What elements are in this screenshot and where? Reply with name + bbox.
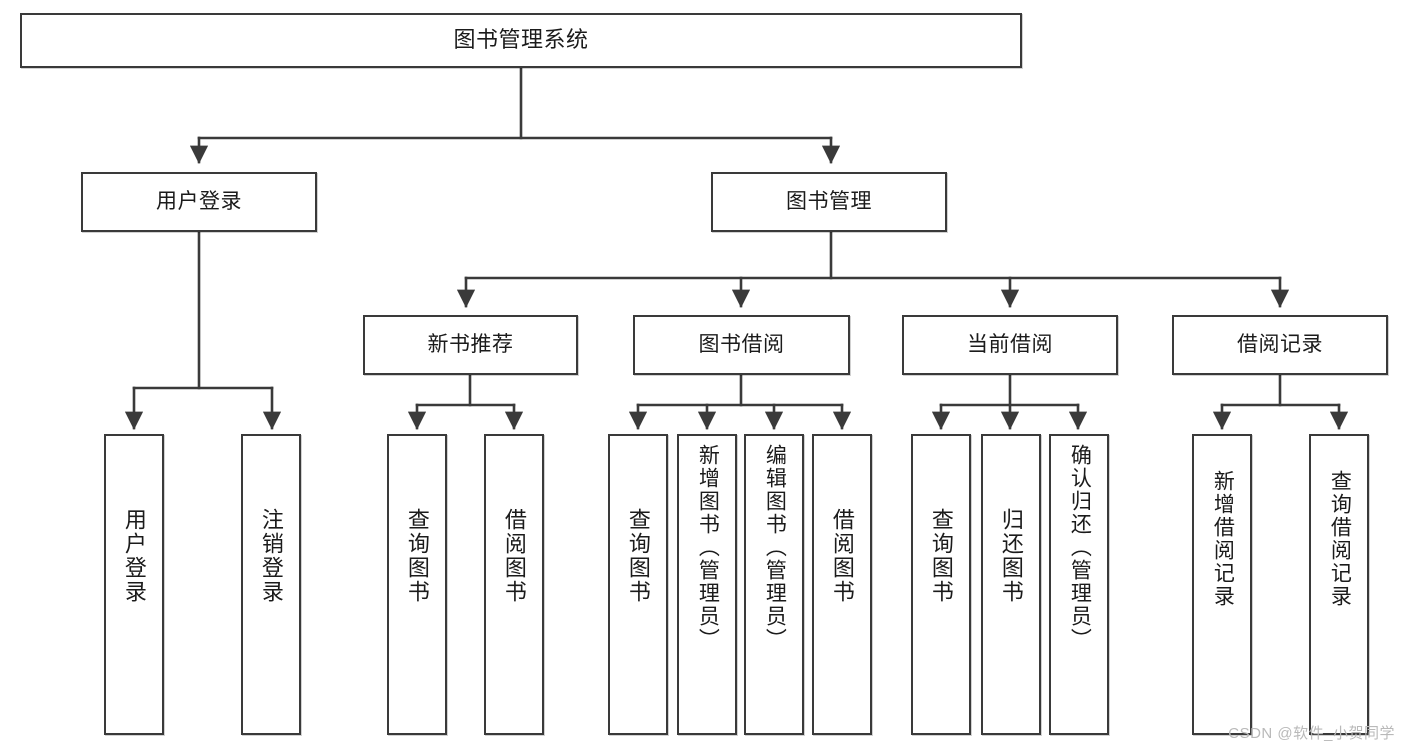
node-label: 用户登录	[121, 508, 147, 604]
node-label: 新增图书（管理员）	[696, 444, 720, 651]
leaf-book-borrow-edit-book-admin[interactable]: 编辑图书（管理员）	[744, 434, 804, 735]
node-label: 查询借阅记录	[1328, 470, 1352, 608]
leaf-user-login-login[interactable]: 用户登录	[104, 434, 164, 735]
node-borrow-record[interactable]: 借阅记录	[1172, 315, 1388, 375]
leaf-user-login-logout[interactable]: 注销登录	[241, 434, 301, 735]
node-label: 用户登录	[156, 190, 242, 214]
node-label: 查询图书	[625, 508, 651, 604]
leaf-current-borrow-return-book[interactable]: 归还图书	[981, 434, 1041, 735]
leaf-new-book-query-book[interactable]: 查询图书	[387, 434, 447, 735]
node-label: 当前借阅	[967, 333, 1053, 357]
leaf-new-book-borrow-book[interactable]: 借阅图书	[484, 434, 544, 735]
leaf-current-borrow-query-book[interactable]: 查询图书	[911, 434, 971, 735]
node-book-borrow[interactable]: 图书借阅	[633, 315, 850, 375]
node-label: 借阅图书	[829, 508, 855, 604]
node-label: 图书管理系统	[453, 27, 589, 53]
node-label: 借阅记录	[1237, 333, 1323, 357]
node-new-book-recommend[interactable]: 新书推荐	[363, 315, 578, 375]
node-label: 新增借阅记录	[1211, 470, 1235, 608]
leaf-current-borrow-confirm-return-admin[interactable]: 确认归还（管理员）	[1049, 434, 1109, 735]
node-label: 借阅图书	[501, 508, 527, 604]
node-current-borrow[interactable]: 当前借阅	[902, 315, 1118, 375]
node-label: 注销登录	[258, 508, 284, 604]
node-label: 确认归还（管理员）	[1068, 444, 1092, 651]
node-label: 查询图书	[404, 508, 430, 604]
node-label: 图书借阅	[698, 333, 785, 357]
leaf-book-borrow-query-book[interactable]: 查询图书	[608, 434, 668, 735]
leaf-book-borrow-add-book-admin[interactable]: 新增图书（管理员）	[677, 434, 737, 735]
leaf-borrow-record-query-record[interactable]: 查询借阅记录	[1309, 434, 1369, 735]
node-label: 归还图书	[998, 508, 1024, 604]
csdn-watermark: CSDN @软件_小贺同学	[1228, 725, 1395, 742]
leaf-borrow-record-add-record[interactable]: 新增借阅记录	[1192, 434, 1252, 735]
node-label: 新书推荐	[427, 333, 514, 357]
node-root-system[interactable]: 图书管理系统	[20, 13, 1022, 68]
node-user-login[interactable]: 用户登录	[81, 172, 317, 232]
node-label: 图书管理	[786, 190, 872, 214]
leaf-book-borrow-borrow-book[interactable]: 借阅图书	[812, 434, 872, 735]
node-label: 查询图书	[928, 508, 954, 604]
node-book-management[interactable]: 图书管理	[711, 172, 947, 232]
node-label: 编辑图书（管理员）	[763, 444, 787, 651]
